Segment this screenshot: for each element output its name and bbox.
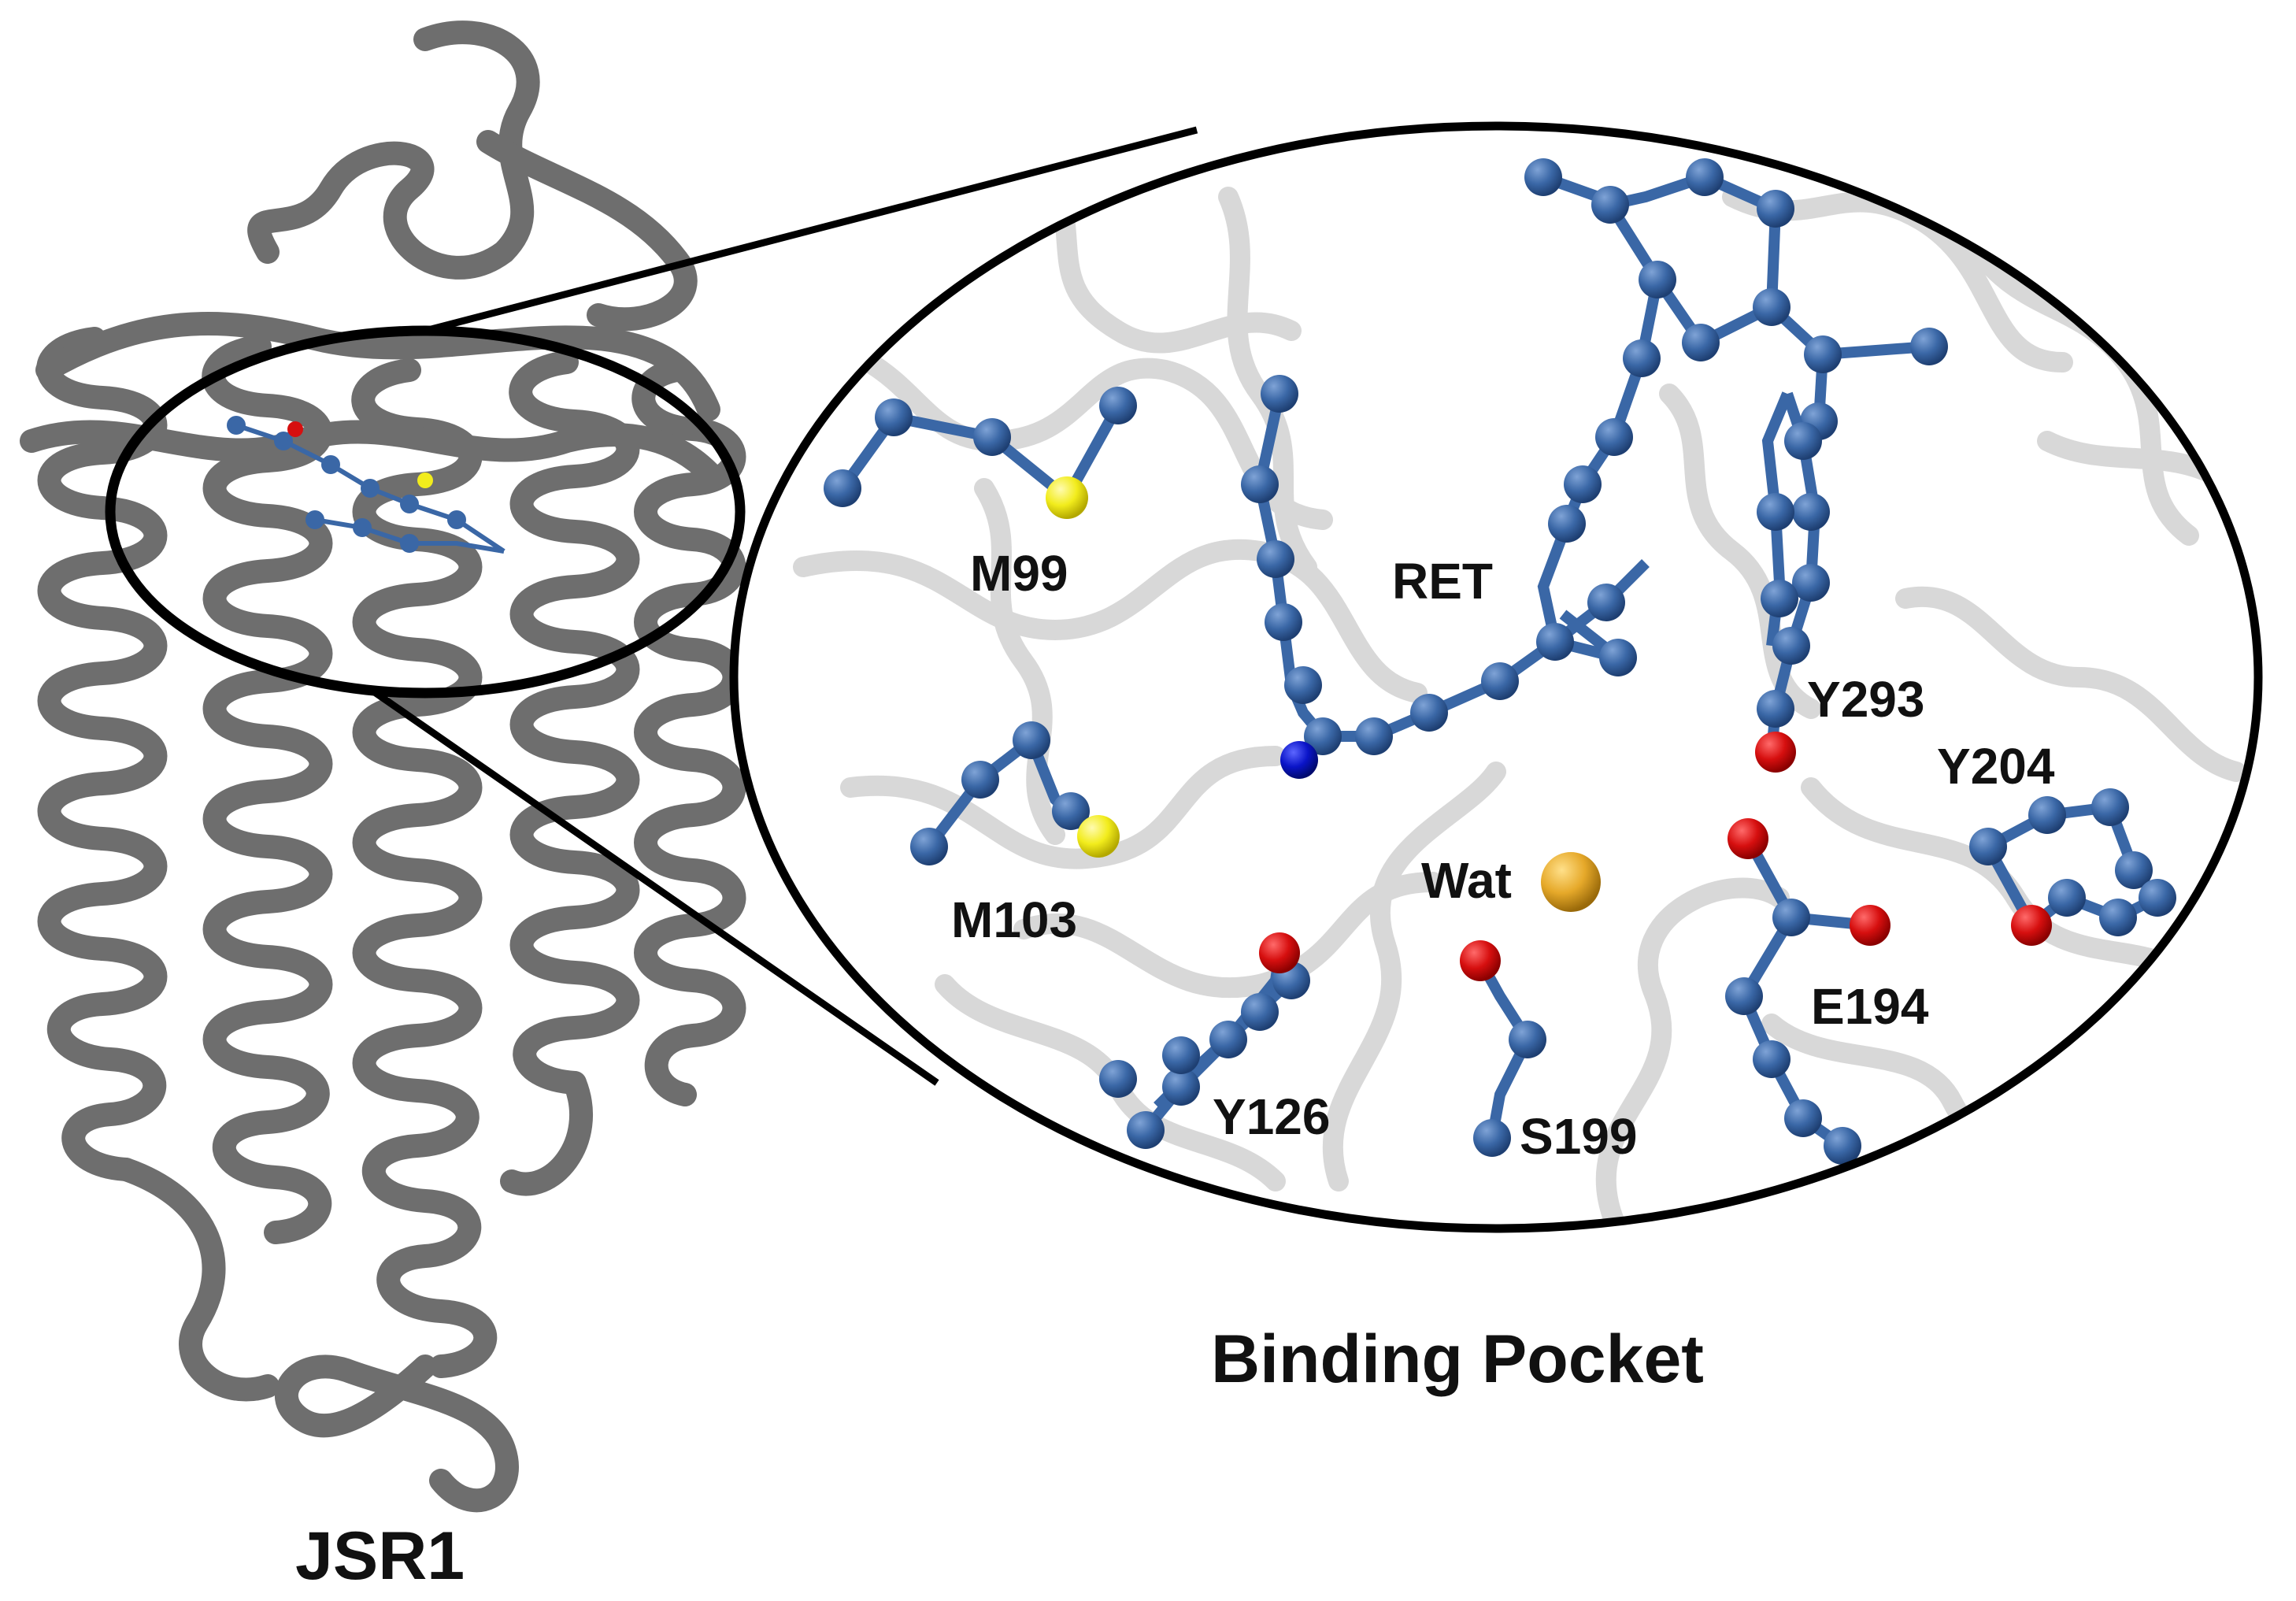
residue-y293 <box>1755 391 1830 773</box>
caption-binding-pocket: Binding Pocket <box>1211 1321 1704 1397</box>
label-y293: Y293 <box>1807 671 1924 728</box>
zoom-connector-top <box>424 126 1198 335</box>
residue-y204 <box>1969 788 2176 946</box>
protein-ribbon-structure <box>20 20 746 1513</box>
label-e194: E194 <box>1811 978 1929 1035</box>
caption-jsr1: JSR1 <box>295 1518 465 1594</box>
water-molecule <box>1541 852 1601 912</box>
label-m99: M99 <box>970 545 1068 602</box>
label-y204: Y204 <box>1937 738 2055 795</box>
residue-e194 <box>1725 818 1890 1165</box>
binding-pocket-outline <box>729 121 2263 1233</box>
label-ret: RET <box>1392 553 1493 610</box>
residue-s199 <box>1460 940 1546 1157</box>
residue-ret-retinal <box>1241 158 1948 779</box>
residue-m103 <box>910 721 1120 865</box>
zoom-connector-bottom <box>368 686 939 1086</box>
residue-y126 <box>1099 932 1310 1149</box>
residue-m99 <box>824 387 1137 519</box>
label-s199: S199 <box>1520 1108 1637 1165</box>
label-wat: Wat <box>1421 852 1512 909</box>
label-y126: Y126 <box>1213 1088 1330 1145</box>
label-m103: M103 <box>951 891 1077 948</box>
retinal-ligand-in-protein <box>227 416 505 554</box>
